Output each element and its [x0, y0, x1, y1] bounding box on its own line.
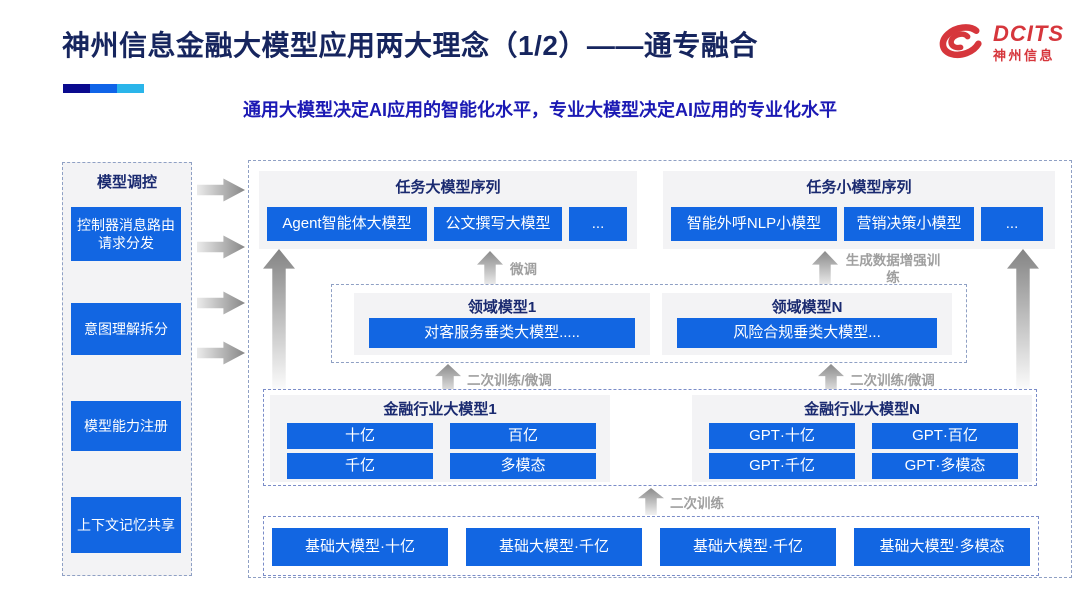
industry-model-box: 金融行业大模型1 十亿 百亿 千亿 多模态 金融行业大模型N GPT·十亿 GP…: [263, 389, 1037, 486]
foundation-chip: 基础大模型·千亿: [660, 528, 836, 566]
chip-row: 智能外呼NLP小模型 营销决策小模型 ...: [671, 207, 1047, 241]
accent-bar: [63, 84, 144, 93]
right-arrow-icon: [197, 235, 245, 259]
domain-model-box: 领域模型1 对客服务垂类大模型..... 领域模型N 风险合规垂类大模型...: [331, 284, 967, 363]
model-chip-agent: Agent智能体大模型: [267, 207, 427, 241]
retrain-label: 二次训练: [670, 496, 724, 511]
model-chip-marketing: 营销决策小模型: [844, 207, 974, 241]
industry-chip: 多模态: [450, 453, 596, 479]
model-chip-more: ...: [981, 207, 1043, 241]
foundation-chip: 基础大模型·多模态: [854, 528, 1030, 566]
right-arrow-icon: [197, 341, 245, 365]
industry-chip: GPT·百亿: [872, 423, 1018, 449]
fine-tune-arrow-icon: [477, 251, 503, 287]
sidebar-item-router: 控制器消息路由请求分发: [71, 207, 181, 261]
model-chip-doc: 公文撰写大模型: [434, 207, 562, 241]
chip-row: Agent智能体大模型 公文撰写大模型 ...: [267, 207, 629, 241]
panel-title: 任务大模型序列: [395, 179, 501, 196]
logo-brand: DCITS: [993, 20, 1064, 46]
domain-panel-n: 领域模型N 风险合规垂类大模型...: [662, 293, 952, 355]
sidebar-title: 模型调控: [96, 174, 157, 191]
task-large-model-panel: 任务大模型序列 Agent智能体大模型 公文撰写大模型 ...: [259, 171, 637, 249]
panel-title: 领域模型1: [467, 299, 537, 316]
panel-title: 领域模型N: [771, 299, 843, 316]
up-arrow-tall-right-icon: [1007, 249, 1039, 389]
foundation-chip: 基础大模型·十亿: [272, 528, 448, 566]
industry-chip: 百亿: [450, 423, 596, 449]
model-control-panel: 模型调控 控制器消息路由请求分发 意图理解拆分 模型能力注册 上下文记忆共享: [62, 162, 192, 576]
panel-title: 金融行业大模型N: [804, 401, 920, 418]
accent-bar-segment: [117, 84, 144, 93]
industry-chip: GPT·千亿: [709, 453, 855, 479]
accent-bar-segment: [63, 84, 90, 93]
panel-title: 金融行业大模型1: [383, 401, 497, 418]
industry-chip: GPT·十亿: [709, 423, 855, 449]
logo-caption: 神州信息: [993, 47, 1056, 63]
right-arrow-icon: [197, 291, 245, 315]
sidebar-item-context: 上下文记忆共享: [71, 497, 181, 553]
right-arrow-icon: [197, 178, 245, 202]
subtitle: 通用大模型决定AI应用的智能化水平，专业大模型决定AI应用的专业化水平: [243, 100, 837, 120]
gen-data-label: 生成数据增强训练: [845, 253, 941, 285]
foundation-chip: 基础大模型·千亿: [466, 528, 642, 566]
model-chip-more: ...: [569, 207, 627, 241]
sidebar-item-register: 模型能力注册: [71, 401, 181, 451]
industry-chip: 十亿: [287, 423, 433, 449]
foundation-row: 基础大模型·十亿 基础大模型·千亿 基础大模型·千亿 基础大模型·多模态: [272, 528, 1030, 566]
main-diagram: 任务大模型序列 Agent智能体大模型 公文撰写大模型 ... 任务小模型序列 …: [248, 160, 1072, 578]
domain-panel-1: 领域模型1 对客服务垂类大模型.....: [354, 293, 650, 355]
industry-panel-1: 金融行业大模型1 十亿 百亿 千亿 多模态: [270, 395, 610, 482]
task-small-model-panel: 任务小模型序列 智能外呼NLP小模型 营销决策小模型 ...: [663, 171, 1055, 249]
retrain-arrow-icon: [638, 488, 664, 515]
sidebar-item-intent: 意图理解拆分: [71, 303, 181, 355]
industry-chip: 千亿: [287, 453, 433, 479]
up-arrow-tall-left-icon: [263, 249, 295, 389]
foundation-model-box: 基础大模型·十亿 基础大模型·千亿 基础大模型·千亿 基础大模型·多模态: [263, 516, 1039, 576]
gen-data-arrow-icon: [812, 251, 838, 287]
logo-swirl-icon: [939, 24, 982, 59]
dcits-logo: DCITS 神州信息: [934, 16, 1064, 68]
accent-bar-segment: [90, 84, 117, 93]
industry-panel-n: 金融行业大模型N GPT·十亿 GPT·百亿 GPT·千亿 GPT·多模态: [692, 395, 1032, 482]
fine-tune-label: 微调: [510, 262, 537, 277]
model-chip-nlp-call: 智能外呼NLP小模型: [671, 207, 837, 241]
retrain-finetune-label-left: 二次训练/微调: [467, 373, 552, 388]
page-title: 神州信息金融大模型应用两大理念（1/2）——通专融合: [62, 30, 758, 61]
domain-model-chip-n: 风险合规垂类大模型...: [677, 318, 937, 348]
domain-model-chip-1: 对客服务垂类大模型.....: [369, 318, 635, 348]
retrain-finetune-label-right: 二次训练/微调: [850, 373, 935, 388]
panel-title: 任务小模型序列: [806, 179, 912, 196]
industry-chip: GPT·多模态: [872, 453, 1018, 479]
